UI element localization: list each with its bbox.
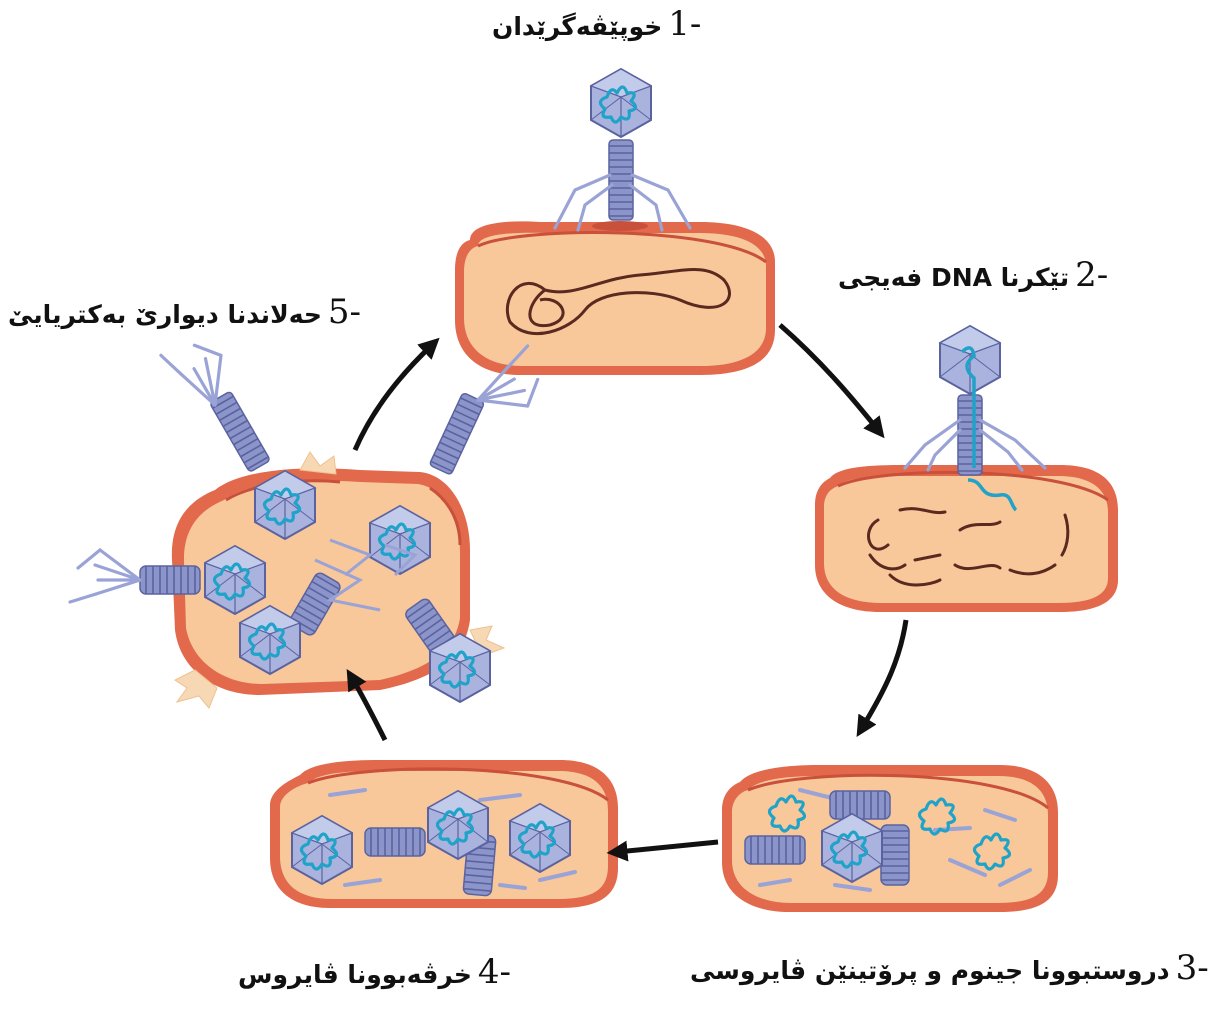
step-2-number: 2- [1075, 255, 1108, 295]
phage-injecting [905, 326, 1045, 475]
step-1-number: 1- [668, 4, 701, 44]
step-3-number: 3- [1176, 948, 1209, 988]
step-4-text: خرڤەبوونا ڤایروس [238, 960, 472, 989]
step-4-number: 4- [478, 952, 511, 992]
phage-attaching [555, 69, 690, 230]
arrow-1-to-2 [780, 325, 878, 430]
step-2-text: تێکرنا DNA فەیجی [838, 263, 1069, 292]
step-1-label: خوپێڤەگرێدان 1- [492, 4, 705, 44]
step-2-label: تێکرنا DNA فەیجی 2- [838, 255, 1112, 295]
step-4-label: خرڤەبوونا ڤایروس 4- [238, 952, 515, 992]
cell-3-synthesis [722, 765, 1058, 912]
step-3-label: دروستبوونا جینوم و پرۆتینێن ڤایروسی 3- [690, 948, 1213, 988]
step-1-text: خوپێڤەگرێدان [492, 12, 662, 41]
cell-2-injection [815, 465, 1118, 612]
step-5-text: حەلاندنا دیوارێ بەکتریایێ [8, 300, 322, 329]
arrow-5-to-1 [355, 345, 432, 450]
cell-5-lysis [70, 329, 554, 708]
cell-1-attachment [455, 221, 775, 375]
step-3-text: دروستبوونا جینوم و پرۆتینێن ڤایروسی [690, 956, 1170, 985]
arrow-2-to-3 [862, 620, 906, 728]
step-5-label: حەلاندنا دیوارێ بەکتریایێ 5- [8, 292, 365, 332]
step-5-number: 5- [328, 292, 361, 332]
cell-4-assembly [270, 760, 618, 908]
attachment-site [592, 221, 648, 231]
arrow-3-to-4 [617, 842, 718, 852]
